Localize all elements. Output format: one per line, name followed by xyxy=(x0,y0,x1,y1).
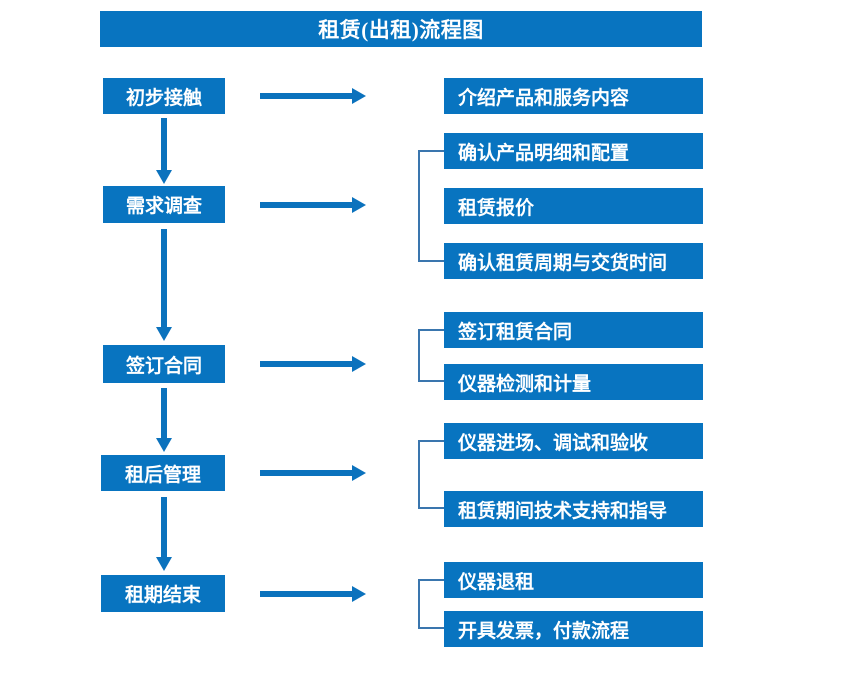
horizontal-arrow-icon-2 xyxy=(260,194,366,216)
stage-box-2[interactable]: 需求调查 xyxy=(103,186,225,223)
detail-label-1: 介绍产品和服务内容 xyxy=(458,87,630,109)
bracket-group-2 xyxy=(418,329,444,382)
detail-label-6: 仪器检测和计量 xyxy=(458,373,592,395)
horizontal-arrow-icon-1 xyxy=(260,85,366,107)
stage-box-5[interactable]: 租期结束 xyxy=(101,575,225,612)
stage-box-1[interactable]: 初步接触 xyxy=(103,78,225,114)
detail-box-9[interactable]: 仪器退租 xyxy=(444,562,703,598)
detail-box-1[interactable]: 介绍产品和服务内容 xyxy=(444,78,703,114)
stage-label-3: 签订合同 xyxy=(125,355,202,377)
horizontal-arrow-icon-5 xyxy=(260,583,366,605)
stage-label-5: 租期结束 xyxy=(124,585,201,606)
detail-box-6[interactable]: 仪器检测和计量 xyxy=(444,364,703,400)
detail-label-3: 租赁报价 xyxy=(458,197,535,219)
detail-box-10[interactable]: 开具发票，付款流程 xyxy=(444,611,703,647)
horizontal-arrow-icon-3 xyxy=(260,353,366,375)
bracket-group-4 xyxy=(418,579,444,629)
detail-label-5: 签订租赁合同 xyxy=(458,321,573,343)
detail-label-2: 确认产品明细和配置 xyxy=(458,142,630,164)
detail-box-7[interactable]: 仪器进场、调试和验收 xyxy=(444,423,703,459)
detail-box-2[interactable]: 确认产品明细和配置 xyxy=(444,133,703,169)
bracket-group-3 xyxy=(418,440,444,509)
horizontal-arrow-icon-4 xyxy=(260,462,366,484)
bracket-group-1 xyxy=(418,150,444,262)
stage-box-3[interactable]: 签订合同 xyxy=(103,345,225,383)
detail-label-9: 仪器退租 xyxy=(458,571,535,593)
detail-box-4[interactable]: 确认租赁周期与交货时间 xyxy=(444,243,703,279)
vertical-arrow-icon-3 xyxy=(153,388,175,452)
detail-box-5[interactable]: 签订租赁合同 xyxy=(444,312,703,348)
detail-label-4: 确认租赁周期与交货时间 xyxy=(458,252,668,274)
vertical-arrow-icon-4 xyxy=(153,497,175,571)
detail-label-10: 开具发票，付款流程 xyxy=(458,620,630,642)
detail-label-8: 租赁期间技术支持和指导 xyxy=(458,500,668,522)
vertical-arrow-icon-1 xyxy=(153,118,175,184)
stage-label-1: 初步接触 xyxy=(125,87,202,109)
detail-box-3[interactable]: 租赁报价 xyxy=(444,188,703,224)
vertical-arrow-icon-2 xyxy=(153,229,175,341)
detail-box-8[interactable]: 租赁期间技术支持和指导 xyxy=(444,491,703,527)
page-title: 租赁(出租)流程图 xyxy=(100,11,702,47)
stage-label-4: 租后管理 xyxy=(124,464,201,486)
detail-label-7: 仪器进场、调试和验收 xyxy=(458,432,649,454)
stage-label-2: 需求调查 xyxy=(125,196,202,217)
stage-box-4[interactable]: 租后管理 xyxy=(101,455,225,491)
